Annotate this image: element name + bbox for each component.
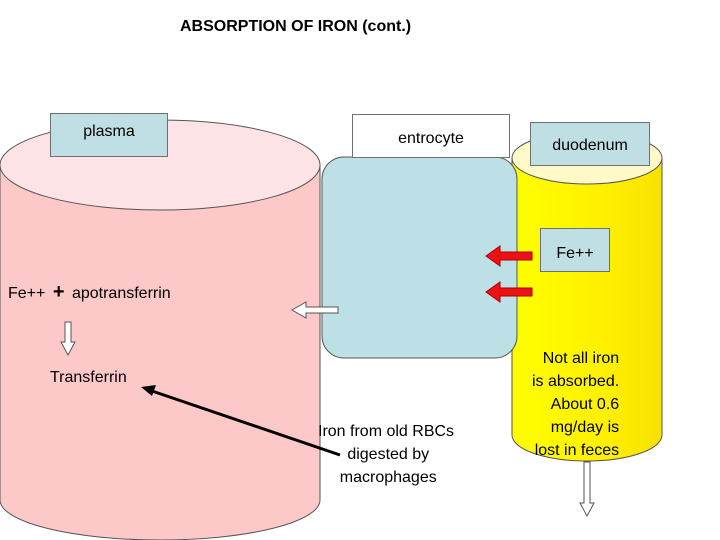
red-arrow-upper <box>485 245 533 267</box>
macrophage-arrow-line <box>151 389 341 457</box>
fe-duodenum-label-box: Fe++ <box>540 228 610 272</box>
duodenum-label-box: duodenum <box>530 122 650 166</box>
plus-sign: + <box>52 281 65 303</box>
apotransferrin-text: apotransferrin <box>71 285 171 302</box>
hollow-arrow-down <box>60 321 76 357</box>
hollow-arrow-left <box>290 301 339 319</box>
rbc-macrophage-note: Iron from old RBCs digested by macrophag… <box>318 423 455 486</box>
macrophage-arrow-head <box>141 385 156 396</box>
fe-apotransferrin-label: Fe++ + apotransferrin <box>8 282 171 304</box>
entrocyte-label-box: entrocyte <box>352 114 510 158</box>
plasma-cylinder <box>0 119 321 540</box>
transferrin-label: Transferrin <box>50 369 127 386</box>
red-arrow-lower <box>485 281 533 303</box>
feces-loss-note: Not all iron is absorbed. About 0.6 mg/d… <box>532 350 620 459</box>
plasma-body <box>0 164 321 540</box>
fe-plasma-text: Fe++ <box>8 285 46 302</box>
page-title: ABSORPTION OF IRON (cont.) <box>180 18 412 35</box>
plasma-label-box: plasma <box>50 113 168 157</box>
hollow-arrow-feces <box>579 461 595 518</box>
